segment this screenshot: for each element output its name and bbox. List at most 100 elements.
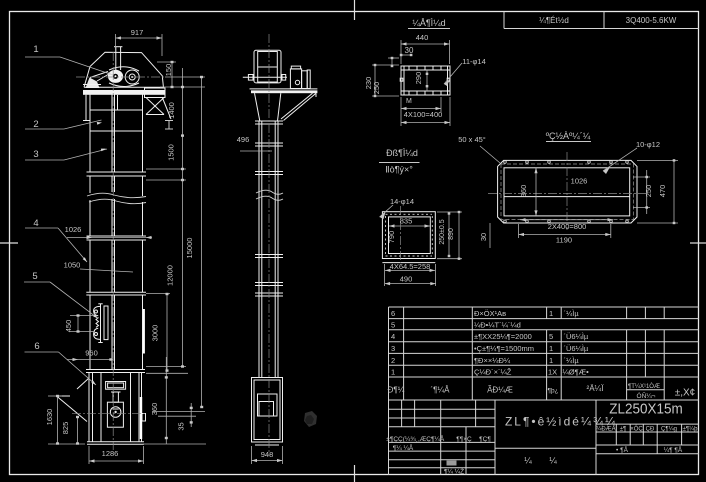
- svg-text:1: 1: [549, 356, 553, 365]
- svg-text:¼¶ ¶Å: ¼¶ ¶Å: [664, 445, 683, 454]
- svg-text:Ç¼Ð´×´¼Ž: Ç¼Ð´×´¼Ž: [474, 368, 512, 377]
- svg-text:5: 5: [391, 320, 395, 329]
- svg-text:1630: 1630: [45, 409, 54, 426]
- svg-text:290: 290: [414, 72, 423, 85]
- svg-text:1286: 1286: [102, 449, 119, 458]
- svg-text:5: 5: [549, 332, 553, 341]
- svg-text:35: 35: [177, 422, 186, 430]
- svg-text:3: 3: [33, 149, 38, 160]
- svg-text:250±0.5: 250±0.5: [439, 219, 446, 244]
- svg-text:1026: 1026: [65, 225, 82, 234]
- svg-text:¼: ¼: [524, 456, 532, 466]
- svg-text:±,X¢: ±,X¢: [675, 388, 696, 399]
- svg-text:¼Ð•¼T´¼´¼d: ¼Ð•¼T´¼´¼d: [474, 320, 521, 329]
- svg-text:450: 450: [64, 320, 73, 333]
- svg-text:ÓÑ¼¬: ÓÑ¼¬: [637, 391, 656, 400]
- svg-text:¸,ÆÇ¶¼Å: ¸,ÆÇ¶¼Å: [416, 434, 445, 443]
- svg-text:10-φ12: 10-φ12: [636, 140, 660, 149]
- svg-text:M: M: [406, 98, 412, 105]
- svg-text:±¶: ±¶: [620, 427, 627, 433]
- svg-text:150: 150: [164, 64, 173, 77]
- svg-text:ÇÐ: ÇÐ: [646, 427, 655, 433]
- svg-text:±¶ÇÇ(¼¾: ±¶ÇÇ(¼¾: [386, 436, 416, 443]
- svg-text:4: 4: [391, 332, 395, 341]
- svg-text:470: 470: [658, 185, 667, 198]
- svg-text:1X: 1X: [548, 368, 557, 377]
- svg-text:×ÔÇ: ×ÔÇ: [630, 426, 643, 433]
- svg-text:¶Ð××¼Ð¼: ¶Ð××¼Ð¼: [474, 356, 511, 365]
- svg-text:1500: 1500: [167, 144, 176, 161]
- svg-text:¼Å¶Ì¼d: ¼Å¶Ì¼d: [412, 18, 445, 28]
- svg-text:948: 948: [261, 450, 274, 459]
- svg-text:250: 250: [644, 185, 653, 198]
- svg-text:Ð×ÖX¹Ав: Ð×ÖX¹Ав: [474, 309, 506, 318]
- svg-text:´¼Ìµ: ´¼Ìµ: [564, 309, 580, 318]
- svg-text:6: 6: [391, 309, 395, 318]
- svg-text:250: 250: [372, 82, 381, 95]
- svg-text:30: 30: [405, 46, 414, 55]
- svg-text:¶T¼X¹1ÒÆ: ¶T¼X¹1ÒÆ: [628, 383, 660, 390]
- svg-text:2: 2: [33, 119, 38, 130]
- svg-text:5: 5: [32, 271, 37, 282]
- svg-text:ÃÐ¼Æ: ÃÐ¼Æ: [487, 386, 513, 395]
- svg-text:14-φ14: 14-φ14: [390, 197, 414, 206]
- svg-text:490: 490: [400, 275, 413, 284]
- svg-text:4: 4: [33, 218, 38, 229]
- svg-text:¼: ¼: [549, 456, 557, 466]
- svg-text:1: 1: [549, 309, 553, 318]
- svg-text:30: 30: [479, 233, 488, 241]
- svg-text:´¶¼Å: ´¶¼Å: [431, 386, 451, 395]
- svg-text:´Ü6¼Ìµ: ´Ü6¼Ìµ: [564, 332, 589, 341]
- svg-text:´¼Ìµ: ´¼Ìµ: [564, 356, 580, 365]
- svg-text:825: 825: [61, 422, 70, 435]
- svg-text:960: 960: [85, 349, 98, 358]
- svg-text:Ⅱò¶ý×°: Ⅱò¶ý×°: [385, 165, 413, 175]
- svg-text:3000: 3000: [151, 325, 160, 342]
- svg-text:¶Ç¶: ¶Ç¶: [479, 436, 491, 443]
- svg-text:496: 496: [237, 135, 250, 144]
- svg-text:Ðß¶Ì¼d: Ðß¶Ì¼d: [386, 148, 418, 158]
- svg-text:±¶¼þ: ±¶¼þ: [683, 427, 699, 433]
- svg-text:1050: 1050: [64, 261, 81, 270]
- svg-text:2X400=800: 2X400=800: [548, 222, 587, 231]
- svg-text:1: 1: [549, 344, 553, 353]
- svg-text:¶¼ ¼Å: ¶¼ ¼Å: [393, 443, 414, 452]
- svg-text:2: 2: [391, 356, 395, 365]
- svg-text:360: 360: [150, 403, 159, 416]
- svg-text:¼ÐÆÅ: ¼ÐÆÅ: [596, 426, 615, 433]
- svg-text:917: 917: [131, 28, 144, 37]
- svg-text:ZL¶•ê½ìdé¼¾¼: ZL¶•ê½ìdé¼¾¼: [505, 415, 617, 429]
- svg-text:´Ü6¼Ìµ: ´Ü6¼Ìµ: [564, 344, 589, 353]
- svg-text:1: 1: [391, 368, 395, 377]
- svg-text:²Ä¼Ï: ²Ä¼Ï: [587, 384, 605, 393]
- svg-text:1: 1: [33, 44, 38, 55]
- svg-text:ºÇ½Àº¼´¼: ºÇ½Àº¼´¼: [546, 131, 591, 141]
- svg-text:890: 890: [448, 228, 455, 240]
- svg-text:1400: 1400: [167, 102, 176, 119]
- svg-text:¼¶Ét½d: ¼¶Ét½d: [539, 16, 569, 25]
- svg-text:3: 3: [391, 344, 395, 353]
- svg-text:11-φ14: 11-φ14: [462, 57, 486, 66]
- svg-text:6: 6: [34, 341, 39, 352]
- svg-text:•Ç±¶¼¶=1500mm: •Ç±¶¼¶=1500mm: [474, 344, 534, 353]
- svg-text:±¶XX25¼¶=2000: ±¶XX25¼¶=2000: [474, 332, 532, 341]
- svg-text:ZL250X15m: ZL250X15m: [609, 400, 682, 417]
- svg-text:1190: 1190: [556, 236, 572, 245]
- svg-text:• ¶Å: • ¶Å: [616, 445, 629, 454]
- svg-text:15000: 15000: [185, 238, 194, 259]
- svg-text:50 x 45°: 50 x 45°: [458, 135, 486, 144]
- svg-text:¶¶×Ç: ¶¶×Ç: [456, 436, 472, 443]
- svg-text:3Q400-5.6KW: 3Q400-5.6KW: [626, 16, 677, 25]
- svg-text:12000: 12000: [166, 265, 175, 286]
- svg-text:790: 790: [387, 231, 396, 244]
- svg-text:4X100=400: 4X100=400: [404, 110, 443, 119]
- svg-text:230: 230: [364, 77, 373, 90]
- svg-text:360: 360: [519, 185, 528, 198]
- svg-text:4X64.5=258: 4X64.5=258: [390, 262, 431, 271]
- svg-text:¼Ø¶Æ•: ¼Ø¶Æ•: [563, 368, 590, 377]
- svg-text:¶þ¿: ¶þ¿: [547, 388, 558, 395]
- svg-text:Ð¶¼: Ð¶¼: [388, 386, 405, 395]
- svg-text:¶¼ ¼Ž: ¶¼ ¼Ž: [444, 467, 464, 476]
- svg-text:1026: 1026: [571, 177, 588, 186]
- svg-text:835: 835: [400, 217, 413, 226]
